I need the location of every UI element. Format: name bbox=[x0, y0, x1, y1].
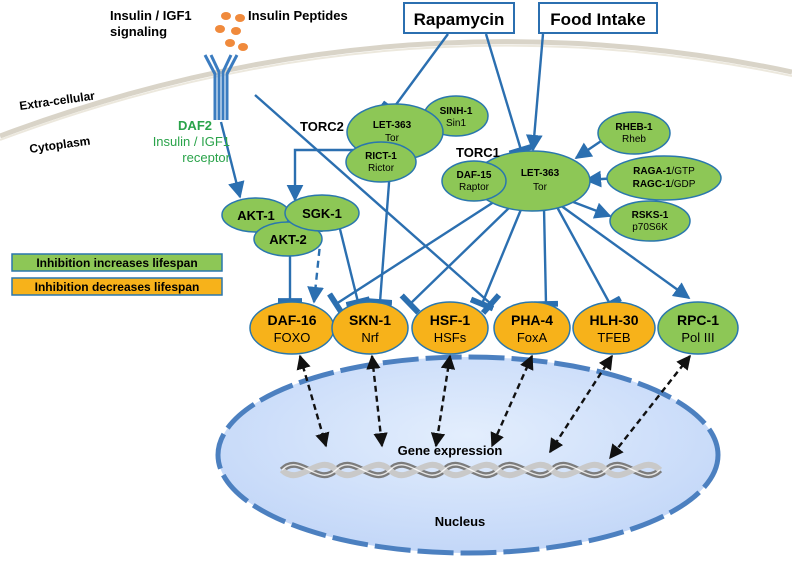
svg-text:RAGC-1/GDP: RAGC-1/GDP bbox=[633, 179, 696, 190]
node-skn1: SKN-1 Nrf bbox=[331, 301, 409, 355]
svg-text:Pol III: Pol III bbox=[681, 330, 714, 345]
svg-text:HSFs: HSFs bbox=[434, 330, 467, 345]
node-daf16: DAF-16 FOXO bbox=[249, 301, 335, 355]
torc2-label: TORC2 bbox=[300, 119, 344, 134]
svg-text:Inhibition decreases lifespan: Inhibition decreases lifespan bbox=[35, 280, 200, 294]
receptor-label: Insulin / IGF1 bbox=[153, 134, 230, 149]
svg-text:DAF-16: DAF-16 bbox=[267, 312, 316, 328]
svg-text:LET-363: LET-363 bbox=[521, 168, 560, 179]
node-hsf1: HSF-1 HSFs bbox=[411, 301, 489, 355]
torc1-label: TORC1 bbox=[456, 145, 500, 160]
svg-text:SGK-1: SGK-1 bbox=[302, 206, 342, 221]
svg-text:Rictor: Rictor bbox=[368, 163, 395, 174]
node-rpc1: RPC-1 Pol III bbox=[657, 301, 739, 355]
svg-text:HSF-1: HSF-1 bbox=[430, 312, 471, 328]
node-rsks1: RSKS-1 p70S6K bbox=[609, 200, 691, 242]
daf2-receptor-icon bbox=[203, 54, 239, 120]
svg-text:AKT-2: AKT-2 bbox=[269, 232, 307, 247]
node-raga1-ragc1: RAGA-1/GTP RAGC-1/GDP bbox=[606, 155, 722, 201]
node-sgk1: SGK-1 bbox=[284, 194, 360, 232]
svg-text:p70S6K: p70S6K bbox=[632, 222, 668, 233]
svg-text:PHA-4: PHA-4 bbox=[511, 312, 553, 328]
svg-text:SKN-1: SKN-1 bbox=[349, 312, 391, 328]
node-hlh30: HLH-30 TFEB bbox=[572, 301, 656, 355]
svg-text:RICT-1: RICT-1 bbox=[365, 151, 397, 162]
node-let363-torc1: LET-363 Tor bbox=[473, 150, 591, 212]
node-akt2: AKT-2 bbox=[253, 221, 323, 257]
receptor-label-2: receptor bbox=[182, 150, 230, 165]
insulin-peptides-label: Insulin Peptides bbox=[248, 8, 348, 23]
svg-text:Tor: Tor bbox=[385, 133, 400, 144]
svg-text:Rheb: Rheb bbox=[622, 134, 646, 145]
insulin-peptides-icon bbox=[215, 12, 248, 51]
node-pha4: PHA-4 FoxA bbox=[493, 301, 571, 355]
svg-text:DAF-15: DAF-15 bbox=[456, 170, 491, 181]
food-intake-box: Food Intake bbox=[538, 2, 658, 34]
inhibition-arrows bbox=[278, 33, 622, 316]
svg-text:RSKS-1: RSKS-1 bbox=[632, 210, 669, 221]
insulin-signaling-label: Insulin / IGF1 bbox=[110, 8, 192, 23]
svg-text:Raptor: Raptor bbox=[459, 182, 490, 193]
daf2-label: DAF2 bbox=[178, 118, 212, 133]
svg-text:Tor: Tor bbox=[533, 182, 548, 193]
svg-text:AKT-1: AKT-1 bbox=[237, 208, 275, 223]
insulin-signaling-label-2: signaling bbox=[110, 24, 167, 39]
svg-text:Sin1: Sin1 bbox=[446, 118, 466, 129]
svg-text:RHEB-1: RHEB-1 bbox=[615, 122, 653, 133]
cytoplasm-label: Cytoplasm bbox=[28, 134, 91, 156]
svg-text:LET-363: LET-363 bbox=[373, 120, 412, 131]
svg-text:Rapamycin: Rapamycin bbox=[414, 10, 505, 29]
node-daf15: DAF-15 Raptor bbox=[441, 160, 507, 202]
cell-membrane bbox=[0, 39, 792, 139]
svg-text:TFEB: TFEB bbox=[597, 330, 630, 345]
legend-decrease: Inhibition decreases lifespan bbox=[11, 277, 223, 296]
svg-text:RAGA-1/GTP: RAGA-1/GTP bbox=[633, 166, 695, 177]
activation-arrows bbox=[219, 33, 691, 315]
svg-text:SINH-1: SINH-1 bbox=[440, 106, 473, 117]
legend-increase: Inhibition increases lifespan bbox=[11, 253, 223, 272]
svg-text:Nrf: Nrf bbox=[361, 330, 379, 345]
svg-text:FoxA: FoxA bbox=[517, 330, 548, 345]
nuclear-transport-arrows bbox=[296, 354, 691, 460]
svg-text:Inhibition increases lifespan: Inhibition increases lifespan bbox=[36, 256, 197, 270]
node-rheb1: RHEB-1 Rheb bbox=[597, 111, 671, 155]
dna-helix bbox=[279, 461, 663, 479]
rapamycin-box: Rapamycin bbox=[403, 2, 515, 34]
svg-text:Food Intake: Food Intake bbox=[550, 10, 645, 29]
node-rict1: RICT-1 Rictor bbox=[345, 141, 417, 183]
svg-text:HLH-30: HLH-30 bbox=[589, 312, 638, 328]
gene-expression-label: Gene expression bbox=[398, 443, 503, 458]
svg-text:FOXO: FOXO bbox=[274, 330, 311, 345]
svg-text:RPC-1: RPC-1 bbox=[677, 312, 719, 328]
nucleus-label: Nucleus bbox=[435, 514, 486, 529]
